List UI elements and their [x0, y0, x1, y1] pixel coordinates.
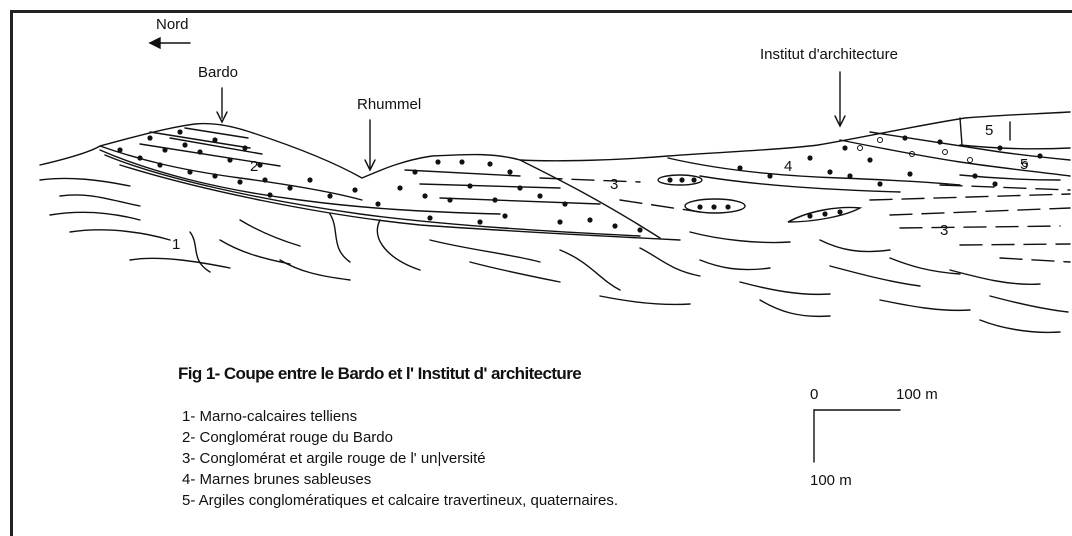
unit-5-number-top: 5 — [985, 122, 993, 139]
unit-2-number: 2 — [250, 158, 258, 175]
legend-item-5: 5- Argiles conglomératiques et calcaire … — [182, 490, 618, 511]
unit-4-number: 4 — [784, 158, 792, 175]
unit-3-number-left: 3 — [610, 176, 618, 193]
north-label: Nord — [156, 16, 189, 33]
figure-title: Fig 1- Coupe entre le Bardo et l' Instit… — [178, 364, 581, 384]
unit-1-number: 1 — [172, 236, 180, 253]
scale-bar — [814, 410, 900, 462]
ground-surface — [40, 112, 1070, 178]
unit-3-dashes — [540, 178, 1070, 262]
institut-pointer-arrow — [835, 72, 845, 126]
unit-5-number-right: 5 — [1020, 156, 1028, 173]
legend-item-2: 2- Conglomérat rouge du Bardo — [182, 427, 618, 448]
unit-3-lenses — [658, 175, 860, 222]
rhummel-pointer-arrow — [365, 120, 375, 170]
scale-horizontal-label: 100 m — [896, 386, 938, 403]
unit-4-5-bedding — [668, 118, 1070, 192]
legend-item-1: 1- Marno-calcaires telliens — [182, 406, 618, 427]
bardo-label: Bardo — [198, 64, 238, 81]
north-arrow-icon — [150, 38, 190, 48]
institut-label: Institut d'architecture — [760, 46, 898, 63]
unit-1-squiggles — [40, 178, 1068, 332]
legend-item-3: 3- Conglomérat et argile rouge de l' un|… — [182, 448, 618, 469]
legend: 1- Marno-calcaires telliens 2- Conglomér… — [182, 406, 618, 511]
scale-zero-label: 0 — [810, 386, 818, 403]
legend-item-4: 4- Marnes brunes sableuses — [182, 469, 618, 490]
rhummel-label: Rhummel — [357, 96, 421, 113]
scale-vertical-label: 100 m — [810, 472, 852, 489]
unit-3-number-right: 3 — [940, 222, 948, 239]
bardo-pointer-arrow — [217, 88, 227, 122]
